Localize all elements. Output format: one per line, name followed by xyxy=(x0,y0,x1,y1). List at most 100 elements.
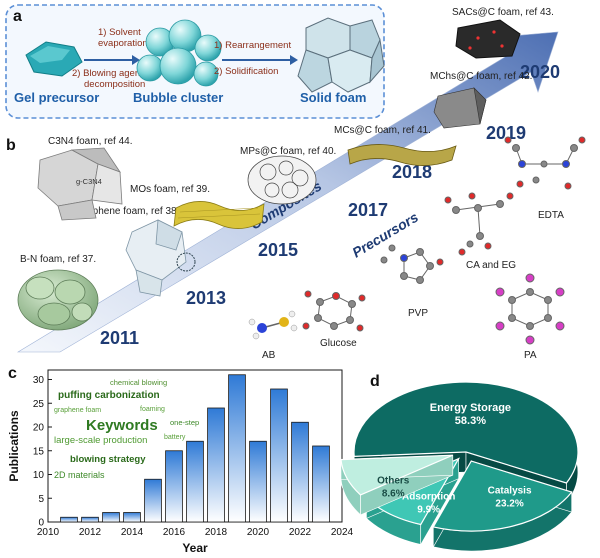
molecule-glucose xyxy=(302,290,366,332)
chart-c-bar xyxy=(144,478,162,523)
word-keywords: Keywords xyxy=(86,417,158,434)
chart-c-bar xyxy=(291,421,309,523)
c3n4-foam-image xyxy=(37,147,123,221)
chart-c-ytick-label: 15 xyxy=(33,446,45,457)
panel-d: d Energy Storage58.3%Catalysis23.2%Adsor… xyxy=(340,373,579,552)
panel-c-letter: c xyxy=(8,365,17,382)
chart-c-bar xyxy=(102,512,120,523)
panel-b: b 2011 2013 2015 2017 2018 2019 2020 Com… xyxy=(6,7,586,361)
molecule-label-pvp: PVP xyxy=(408,308,428,319)
chart-c-bar xyxy=(165,450,183,523)
mos-foam-image xyxy=(173,201,265,229)
pie-slice xyxy=(353,381,579,484)
arrow-a1-head xyxy=(132,55,140,65)
arrow-a2-head xyxy=(290,55,298,65)
year-2017: 2017 xyxy=(348,200,388,220)
sacs-foam-image xyxy=(455,19,521,59)
foam-label-c3n4: C3N4 foam, ref 44. xyxy=(48,136,132,147)
molecule-ab xyxy=(248,310,298,340)
pie-slice xyxy=(432,460,573,532)
label-bubble-cluster: Bubble cluster xyxy=(133,90,223,105)
molecule-edta xyxy=(504,136,586,190)
chart-c-xtick-label: 2012 xyxy=(79,527,102,538)
chart-c-bar xyxy=(207,407,225,523)
chart-c-bar xyxy=(312,445,330,523)
pie-value-label: 23.2% xyxy=(495,499,523,510)
molecule-label-ca-eg: CA and EG xyxy=(466,260,516,271)
step2-line1: 2) Blowing agent xyxy=(72,68,143,79)
molecule-label-edta: EDTA xyxy=(538,210,564,221)
molecule-ca-eg xyxy=(444,192,514,256)
word-cloud: chemical blowing puffing carbonization g… xyxy=(54,378,199,480)
chart-c-x-axis: 2010 2012 2014 2016 2018 2020 2022 2024 xyxy=(37,518,354,538)
pie-value-label: 58.3% xyxy=(455,415,486,427)
chart-c-ylabel: Publications xyxy=(7,410,21,482)
solid-foam-image xyxy=(297,17,385,93)
step3-label: 1) Rearrangement xyxy=(214,40,291,51)
foam-label-sacs: SACs@C foam, ref 43. xyxy=(452,7,554,18)
graphene-foam-image xyxy=(125,219,196,297)
chart-c-xtick-label: 2018 xyxy=(205,527,228,538)
chart-c-bar xyxy=(60,516,78,523)
foam-label-graphene: Graphene foam, ref 38. xyxy=(76,206,179,217)
panel-a: a Gel precursor 1) Solvent evaporation 2… xyxy=(5,4,385,119)
pie-label: Catalysis xyxy=(488,486,532,497)
bubble-cluster-image xyxy=(136,19,222,87)
word-foaming: foaming xyxy=(140,406,165,413)
chart-c-bar xyxy=(123,512,141,523)
chart-c-xtick-label: 2020 xyxy=(247,527,270,538)
year-2011: 2011 xyxy=(100,328,139,348)
panel-a-letter: a xyxy=(13,8,22,25)
gel-precursor-image xyxy=(25,41,83,77)
word-one-step: one-step xyxy=(170,418,199,427)
foam-label-mchs: MChs@C foam, ref 42. xyxy=(430,71,532,82)
step1-line1: 1) Solvent xyxy=(98,27,141,38)
pie-value-label: 8.6% xyxy=(382,488,405,499)
word-battery: battery xyxy=(164,434,186,441)
molecule-label-ab: AB xyxy=(262,350,276,361)
step2-line2: decomposition xyxy=(84,79,145,90)
chart-c-bar xyxy=(81,516,99,523)
bn-foam-image xyxy=(17,269,99,331)
chart-c-ytick-label: 10 xyxy=(33,470,45,481)
word-2d-materials: 2D materials xyxy=(54,470,105,480)
chart-c-ytick-label: 5 xyxy=(38,494,44,505)
chart-c-xlabel: Year xyxy=(182,541,208,555)
chart-c-xtick-label: 2010 xyxy=(37,527,60,538)
chart-c-ytick-label: 30 xyxy=(33,375,45,386)
chart-c-xtick-label: 2016 xyxy=(163,527,186,538)
foam-label-mos: MOs foam, ref 39. xyxy=(130,184,210,195)
pie-slice xyxy=(340,454,454,496)
panel-b-letter: b xyxy=(6,137,16,154)
c3n4-inset-label: g-C3N4 xyxy=(76,177,102,186)
pie-value-label: 9.9% xyxy=(417,505,440,516)
mchs-foam-image xyxy=(433,87,487,129)
chart-c-bars xyxy=(60,374,330,523)
year-2018: 2018 xyxy=(392,162,432,182)
mps-foam-image xyxy=(247,155,317,205)
chart-c-xtick-label: 2022 xyxy=(289,527,312,538)
year-2019: 2019 xyxy=(486,123,526,143)
pie-label: Adsorption xyxy=(402,492,455,503)
chart-c-bar xyxy=(186,440,204,523)
pie-label: Others xyxy=(377,475,410,486)
step1-line2: evaporation xyxy=(98,38,148,49)
foam-label-mps: MPs@C foam, ref 40. xyxy=(240,146,336,157)
word-puffing-carbonization: puffing carbonization xyxy=(58,390,160,401)
molecule-pa xyxy=(495,273,565,345)
molecule-label-glucose: Glucose xyxy=(320,338,357,349)
chart-c-xtick-label: 2024 xyxy=(331,527,354,538)
chart-c-ytick-label: 0 xyxy=(38,518,44,529)
chart-c-xtick-label: 2014 xyxy=(121,527,144,538)
panel-d-letter: d xyxy=(370,373,380,390)
step4-label: 2) Solidification xyxy=(214,66,278,77)
molecule-label-pa: PA xyxy=(524,350,537,361)
year-2015: 2015 xyxy=(258,240,298,260)
mcs-foam-image xyxy=(347,144,457,166)
foam-label-mcs: MCs@C foam, ref 41. xyxy=(334,125,431,136)
word-blowing-strategy: blowing strategy xyxy=(70,454,146,465)
chart-c-ytick-label: 25 xyxy=(33,399,45,410)
